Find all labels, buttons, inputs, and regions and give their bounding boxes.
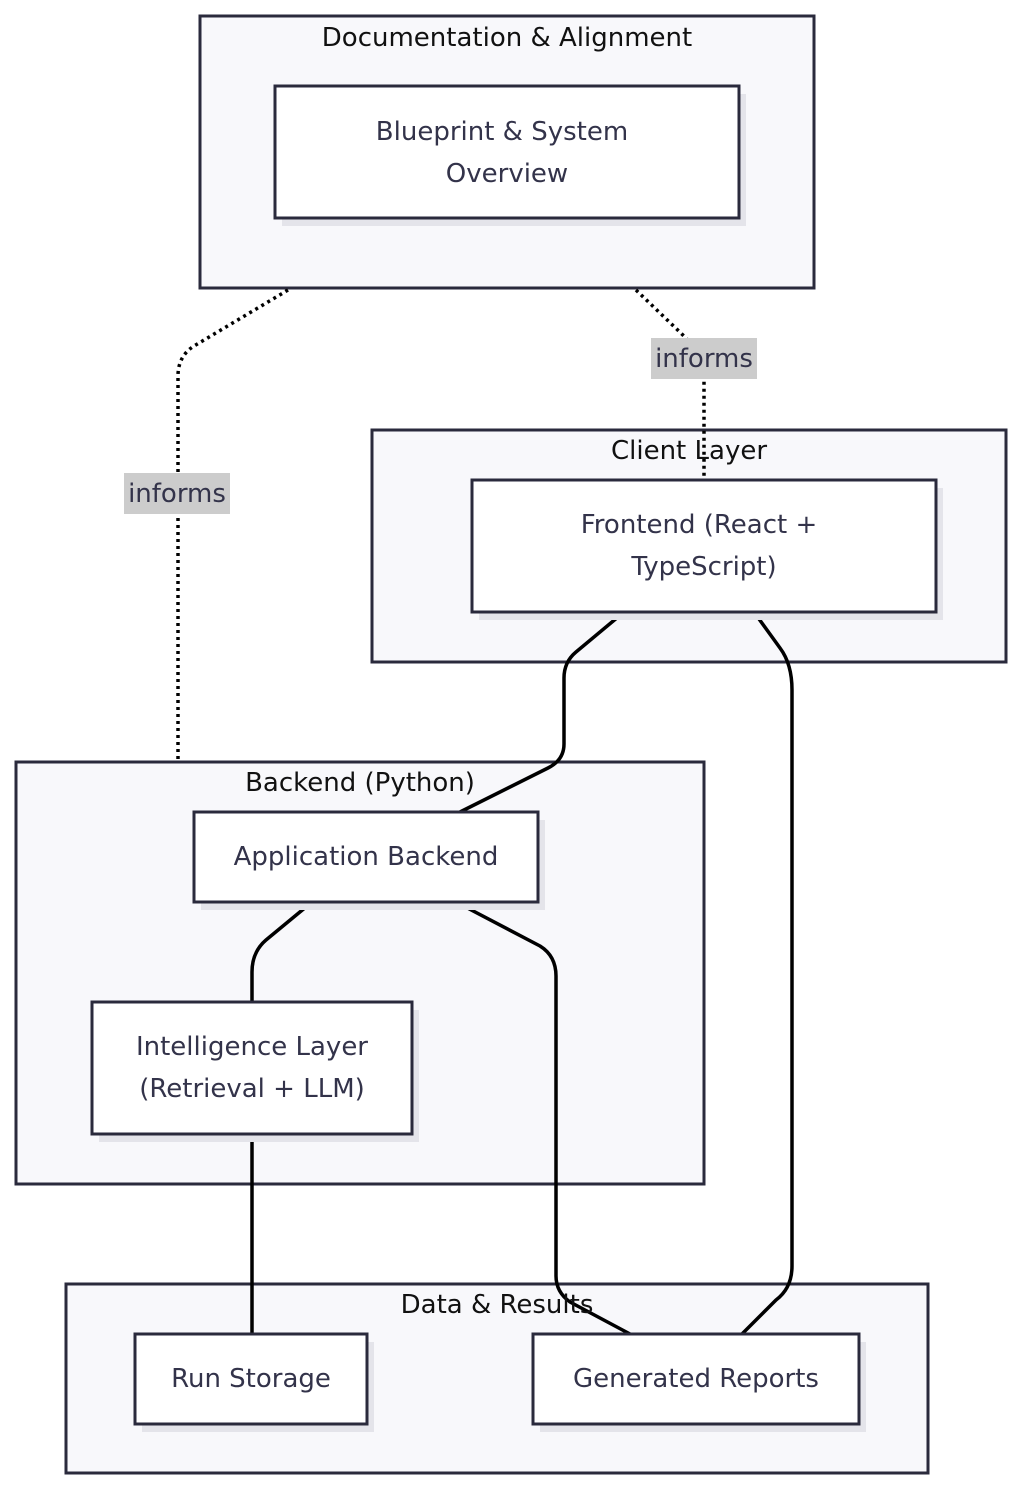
node-frontend-label-line1: Frontend (React + (581, 510, 818, 540)
node-run-storage: Run Storage (133, 1332, 374, 1432)
node-application-backend-label: Application Backend (234, 842, 499, 872)
node-generated-reports-label: Generated Reports (573, 1364, 819, 1394)
edge-frontend-to-app-backend (459, 610, 626, 814)
node-application-backend: Application Backend (192, 810, 545, 910)
cluster-backend-label: Backend (Python) (245, 768, 475, 798)
node-intelligence-layer: Intelligence Layer (Retrieval + LLM) (90, 1000, 419, 1142)
cluster-client-layer-label: Client Layer (611, 436, 767, 466)
cluster-documentation-label: Documentation & Alignment (322, 23, 692, 53)
node-blueprint: Blueprint & System Overview (273, 84, 746, 226)
node-generated-reports: Generated Reports (531, 1332, 866, 1432)
node-intelligence-layer-label-line1: Intelligence Layer (136, 1032, 368, 1062)
edge-label-informs-client-text: informs (655, 344, 753, 374)
node-frontend-label-line2: TypeScript) (630, 552, 776, 582)
edge-docs-to-backend (176, 288, 289, 762)
node-blueprint-label-line1: Blueprint & System (376, 117, 628, 147)
edge-frontend-to-reports (740, 610, 794, 1336)
node-intelligence-layer-label-line2: (Retrieval + LLM) (139, 1074, 365, 1104)
edge-app-backend-to-intelligence (250, 900, 314, 1002)
node-frontend: Frontend (React + TypeScript) (470, 478, 943, 620)
edge-label-informs-backend: informs (124, 473, 230, 514)
node-run-storage-label: Run Storage (171, 1364, 331, 1394)
edge-label-informs-backend-text: informs (128, 479, 226, 509)
node-blueprint-label-line2: Overview (446, 159, 568, 189)
cluster-data-results-label: Data & Results (401, 1290, 594, 1320)
edge-app-backend-to-reports (455, 900, 631, 1336)
edge-label-informs-client: informs (651, 338, 757, 379)
